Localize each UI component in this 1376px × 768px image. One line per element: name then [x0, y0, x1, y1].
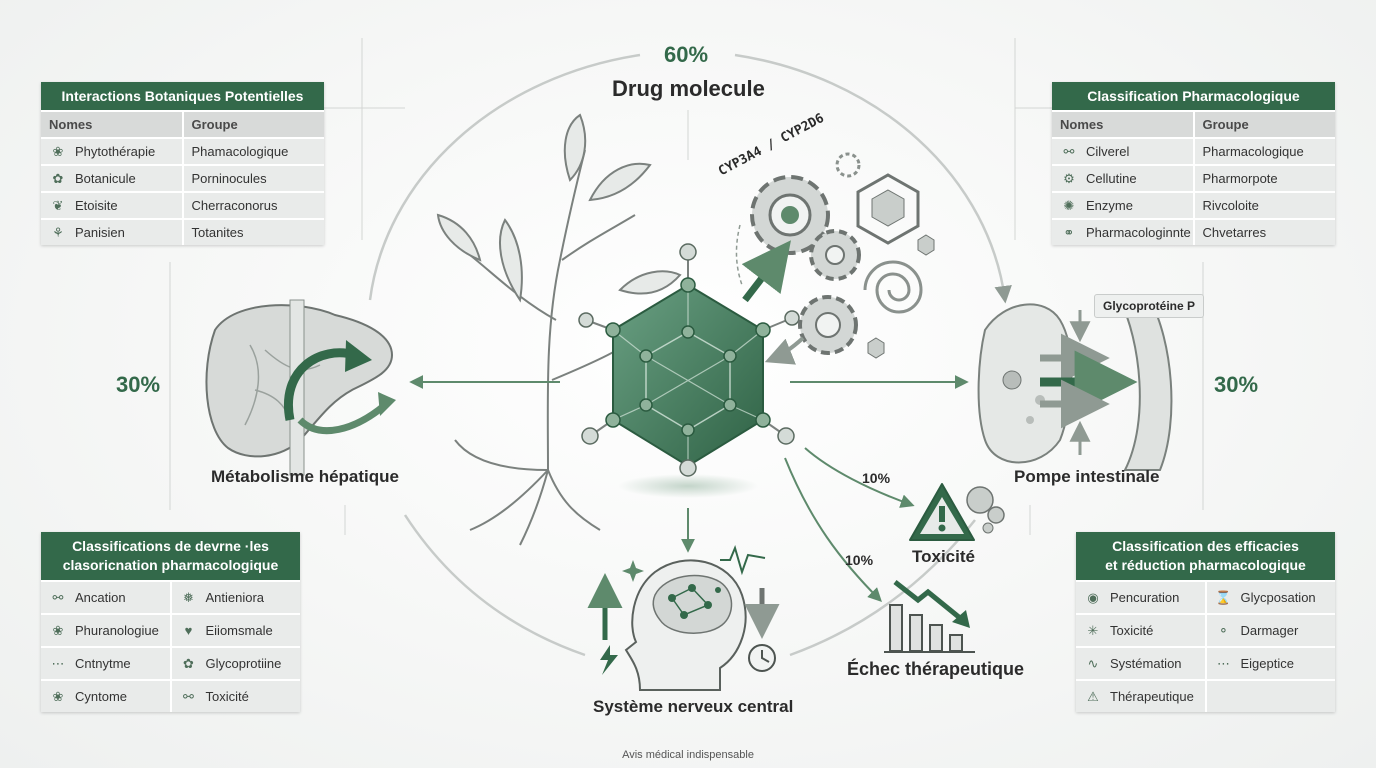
cells-icon: ⋯ [51, 655, 65, 671]
failure-percent: 10% [845, 552, 874, 568]
leaf-icon: ❀ [52, 688, 64, 704]
leaf-icon: ❀ [52, 143, 64, 159]
table-botanical-interactions: Interactions Botaniques Potentielles Nom… [41, 82, 324, 245]
pulse-icon: ∿ [1087, 655, 1099, 671]
table-efficacy-classification: Classification des efficacies et réducti… [1076, 532, 1335, 712]
table-row: ⚙Cellutine Pharmorpote [1052, 164, 1335, 191]
leaf-outline-icon: ✿ [52, 170, 64, 186]
table-row: ✿Botanicule Porninocules [41, 164, 324, 191]
table-header-row: Nomes Groupe [41, 110, 324, 137]
table-row: ✺Enzyme Rivcoloite [1052, 191, 1335, 218]
table-row: ❦Etoisite Cherraconorus [41, 191, 324, 218]
cns-label: Système nerveux central [593, 697, 794, 716]
lizard-icon: ❅ [183, 589, 194, 605]
sprout-icon: ⚘ [52, 224, 64, 240]
column-header: Nomes [41, 112, 182, 137]
intestine-illustration [977, 299, 1173, 471]
molecule-icon: ⚯ [183, 688, 194, 704]
molecule-shadow [618, 474, 758, 498]
cns-head-illustration [587, 545, 780, 691]
toxicity-percent: 10% [862, 470, 891, 486]
chain-icon: ⚭ [1063, 224, 1075, 240]
intestine-percent: 30% [1214, 372, 1259, 397]
center-title: Drug molecule [612, 76, 765, 101]
cells-icon: ⋯ [1217, 655, 1230, 671]
table-row: ❀Cyntome ⚯Toxicité [41, 679, 300, 712]
table-title: Interactions Botaniques Potentielles [41, 82, 324, 110]
gear-icon: ⚙ [1063, 170, 1075, 186]
table-title: Classifications de devrne ·les clasoricn… [41, 532, 300, 580]
table-row: ◉Pencuration ⌛Glycposation [1076, 580, 1335, 613]
liver-label: Métabolisme hépatique [211, 467, 399, 486]
plant-branch-icon: ❦ [52, 197, 64, 213]
toxicity-label: Toxicité [912, 547, 975, 566]
leaf-icon: ❀ [52, 622, 64, 638]
warning-icon: ⚠ [1087, 688, 1099, 704]
table-pharmacological-classification: Classification Pharmacologique Nomes Gro… [1052, 82, 1335, 245]
table-row: ⚯Ancation ❅Antieniora [41, 580, 300, 613]
molecule-icon: ⚯ [1063, 143, 1075, 159]
liver-percent: 30% [116, 372, 161, 397]
table-row: ⚯Cilverel Pharmacologique [1052, 137, 1335, 164]
toxicity-warning-icon [909, 483, 1005, 541]
plant-illustration [436, 113, 682, 546]
table-classifications: Classifications de devrne ·les clasoricn… [41, 532, 300, 712]
enzyme-gears [735, 152, 935, 365]
liver-illustration [205, 299, 396, 476]
failure-chart-icon [884, 580, 975, 653]
table-row: ⋯Cntnytme ✿Glycoprotiine [41, 646, 300, 679]
table-title: Classification Pharmacologique [1052, 82, 1335, 110]
failure-label: Échec thérapeutique [847, 659, 1025, 679]
table-row: ∿Systémation ⋯Eigeptice [1076, 646, 1335, 679]
pill-icon: ⚬ [1218, 622, 1229, 638]
hourglass-icon: ⌛ [1215, 589, 1232, 605]
table-row: ✳Toxicité ⚬Darmager [1076, 613, 1335, 646]
column-header: Groupe [181, 112, 324, 137]
intestine-label: Pompe intestinale [1014, 467, 1160, 486]
main-arcs [368, 53, 1012, 657]
center-percent: 60% [664, 42, 709, 67]
column-header: Groupe [1192, 112, 1335, 137]
table-row: ⚭Pharmacologinnte Chvetarres [1052, 218, 1335, 245]
glycoprotein-chip: Glycoprotéine P [1094, 294, 1205, 318]
table-row: ⚠Thérapeutique [1076, 679, 1335, 712]
lungs-icon: ♥ [184, 623, 193, 638]
drug-molecule [578, 243, 800, 477]
molecule-icon: ⚯ [52, 589, 64, 605]
column-header: Nomes [1052, 112, 1193, 137]
table-row: ⚘Panisien Totanites [41, 218, 324, 245]
enzyme-icon: ✺ [1063, 197, 1075, 213]
table-row: ❀Phytothérapie Phamacologique [41, 137, 324, 164]
table-header-row: Nomes Groupe [1052, 110, 1335, 137]
table-title: Classification des efficacies et réducti… [1076, 532, 1335, 580]
leaf-outline-icon: ✿ [183, 655, 194, 671]
table-row: ❀Phuranologiue ♥Eiiomsmale [41, 613, 300, 646]
target-icon: ◉ [1087, 589, 1099, 605]
virus-icon: ✳ [1087, 622, 1099, 638]
flow-arrows [409, 375, 969, 602]
footer-disclaimer: Avis médical indispensable [622, 749, 754, 761]
